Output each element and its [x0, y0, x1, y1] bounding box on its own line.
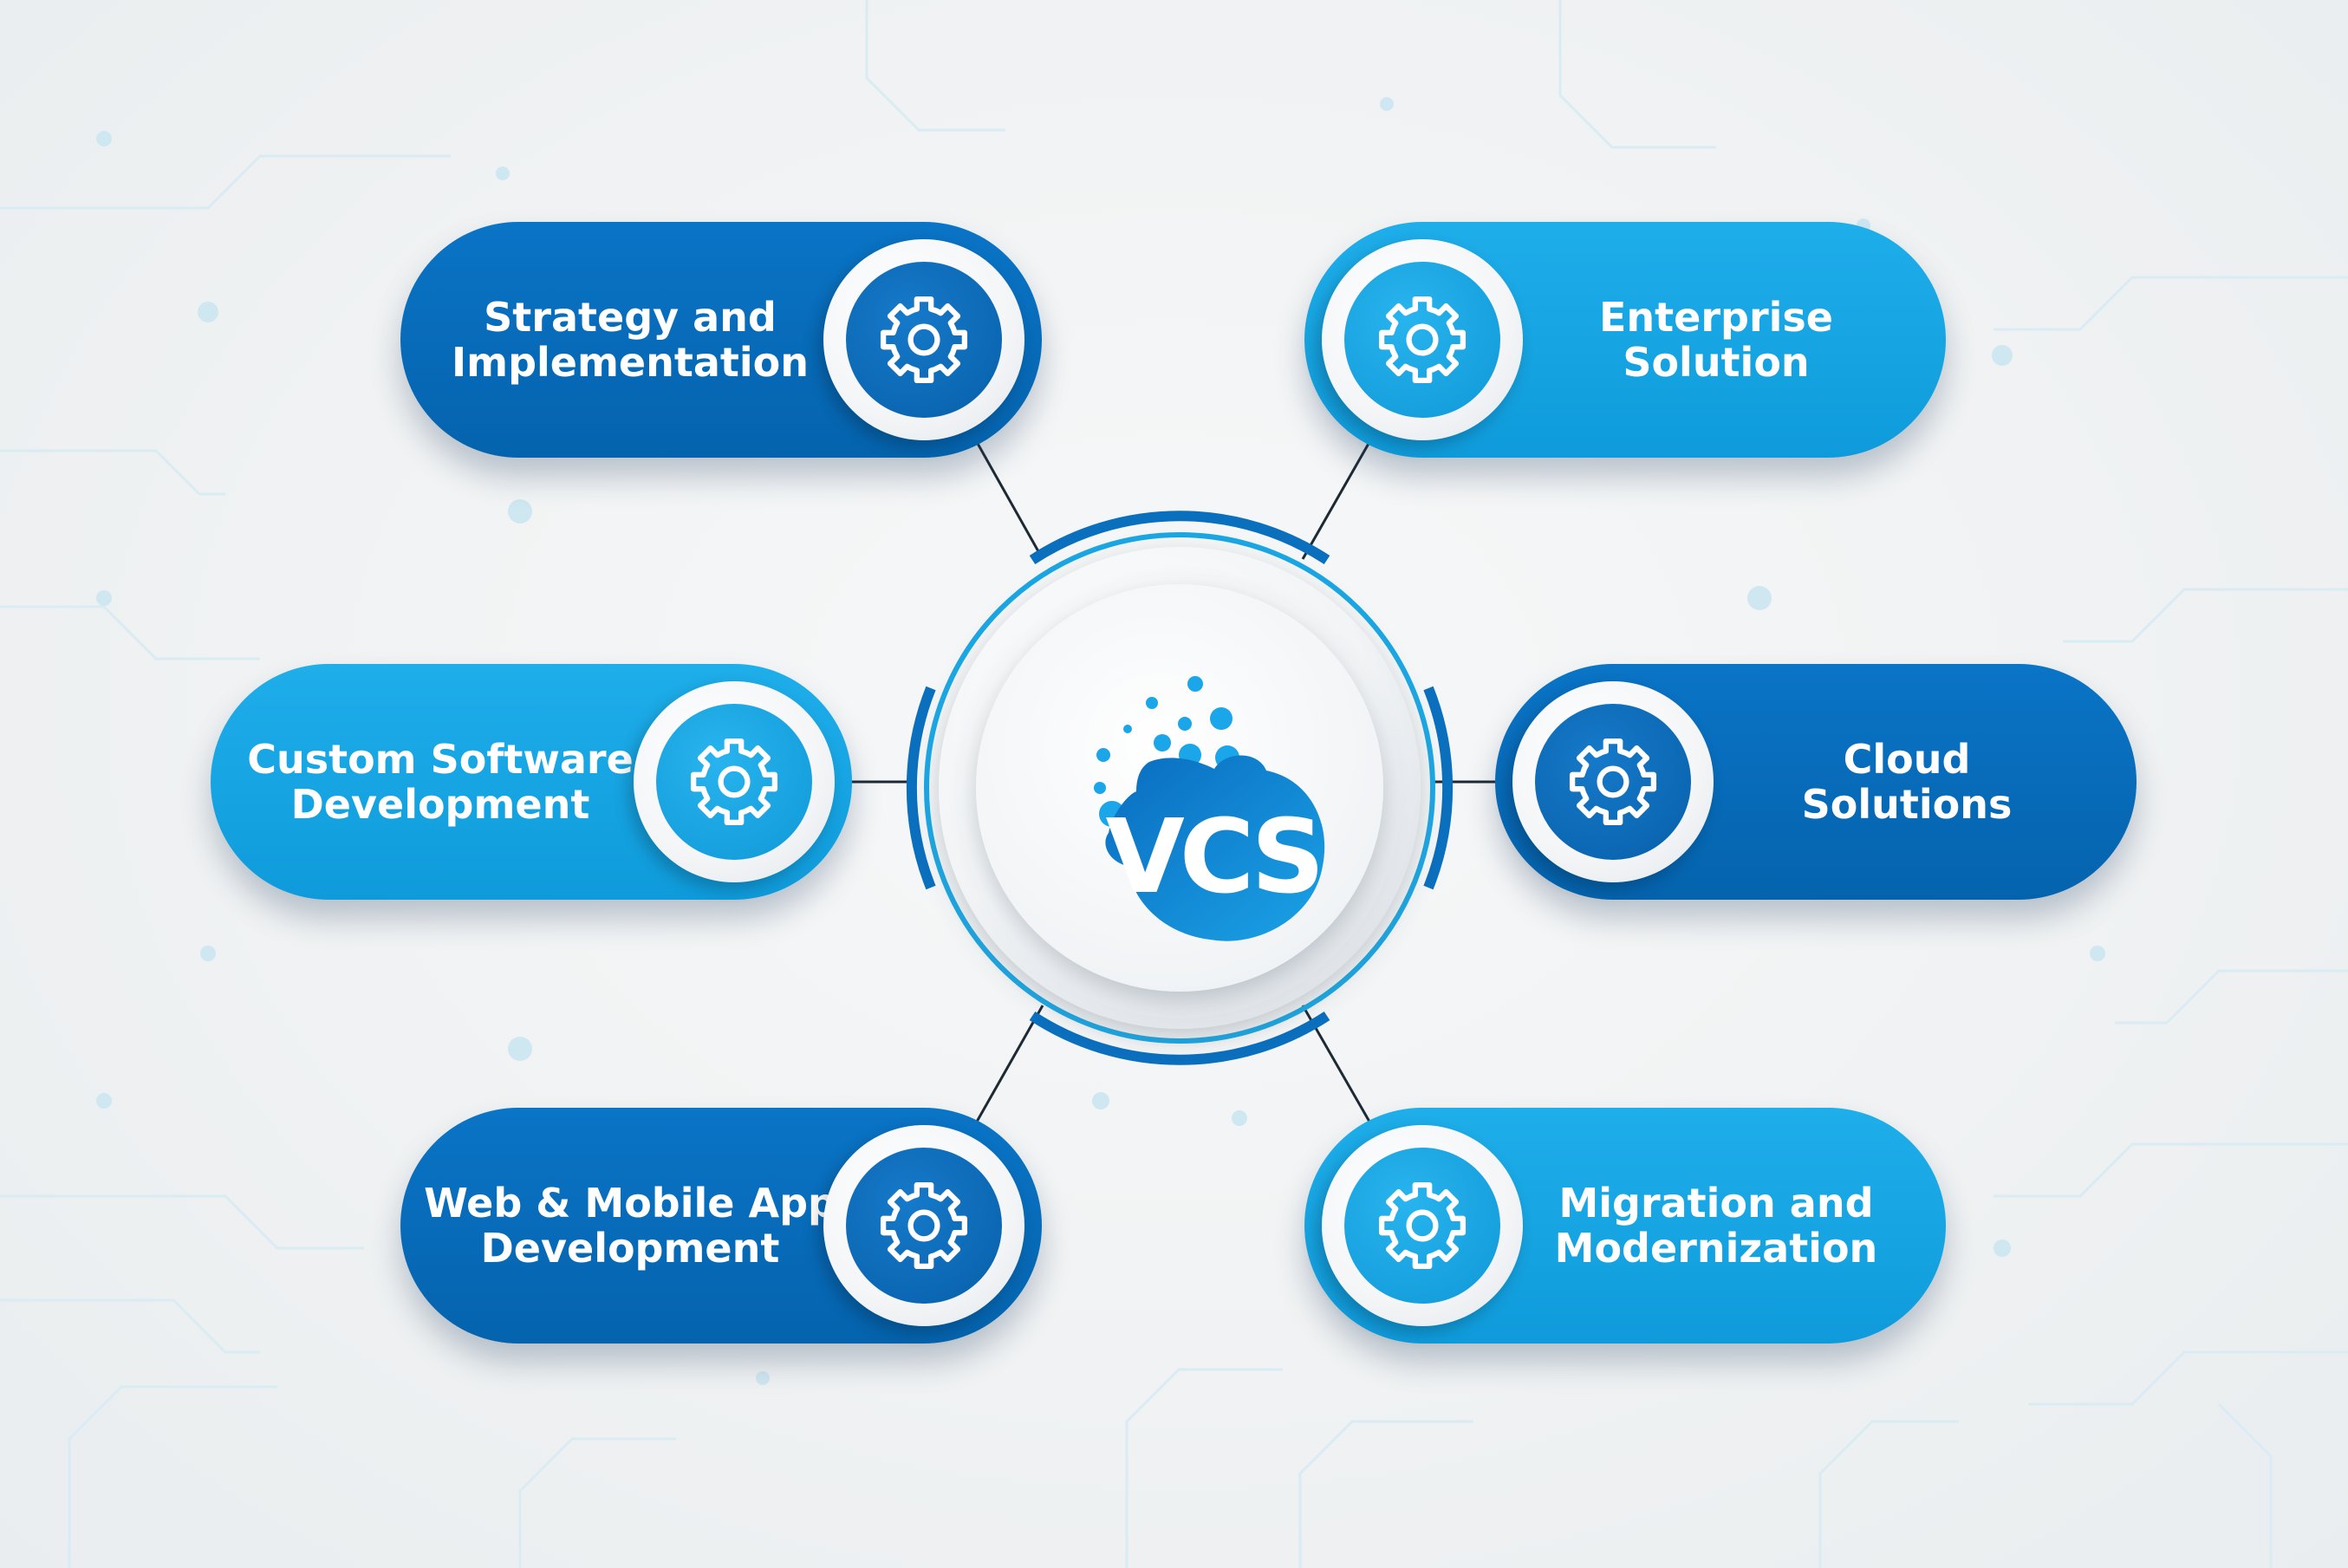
- logo-bubble: [1123, 725, 1132, 733]
- hub-arc-right: [1423, 686, 1454, 890]
- connector-strategy: [975, 441, 1044, 560]
- card-label-line: Solutions: [1801, 781, 2013, 828]
- card-label-line: Strategy and: [484, 294, 777, 341]
- card-label-line: Development: [480, 1225, 780, 1272]
- logo-bubble: [1178, 717, 1192, 731]
- card-label: Strategy and Implementation: [435, 222, 825, 458]
- hub-arc-bottom: [1029, 1011, 1330, 1065]
- icon-ring: [1322, 239, 1523, 440]
- gear-icon: [1535, 704, 1691, 860]
- card-label-line: Modernization: [1554, 1225, 1878, 1272]
- card-label-line: Cloud: [1843, 736, 1971, 783]
- logo-bubble: [1210, 707, 1233, 730]
- card-enterprise-solution[interactable]: Enterprise Solution: [1304, 222, 1946, 458]
- logo-bubble: [1187, 676, 1203, 692]
- logo-bubble: [1096, 748, 1110, 762]
- logo-blob: [1105, 755, 1325, 941]
- gear-icon: [1344, 262, 1500, 418]
- central-hub: VCS: [881, 489, 1479, 1087]
- card-label-line: Solution: [1623, 339, 1810, 386]
- icon-ring: [634, 681, 835, 882]
- card-label: Web & Mobile App Development: [424, 1108, 836, 1344]
- card-migration-modernization[interactable]: Migration and Modernization: [1304, 1108, 1946, 1344]
- card-label-line: Migration and: [1558, 1180, 1874, 1226]
- card-label-line: Enterprise: [1598, 294, 1833, 341]
- gear-icon: [846, 262, 1002, 418]
- card-custom-software-development[interactable]: Custom Software Development: [211, 664, 852, 900]
- icon-ring: [823, 239, 1024, 440]
- card-label-line: Development: [290, 781, 590, 828]
- card-label-line: Custom Software: [247, 736, 634, 783]
- logo-bubble: [1094, 782, 1106, 794]
- logo-text: VCS: [1105, 797, 1319, 916]
- card-cloud-solutions[interactable]: Cloud Solutions: [1495, 664, 2137, 900]
- card-label-line: Web & Mobile App: [424, 1180, 836, 1226]
- card-label: Migration and Modernization: [1521, 1108, 1911, 1344]
- icon-ring: [1322, 1125, 1523, 1326]
- card-label: Custom Software Development: [245, 664, 635, 900]
- logo-bubble: [1146, 697, 1158, 709]
- icon-ring: [1512, 681, 1714, 882]
- gear-icon: [656, 704, 812, 860]
- hub-arc-left: [906, 686, 936, 890]
- gear-icon: [846, 1148, 1002, 1304]
- card-web-mobile-app-development[interactable]: Web & Mobile App Development: [400, 1108, 1042, 1344]
- card-label-line: Implementation: [452, 339, 809, 386]
- hub-arc-top: [1029, 511, 1330, 565]
- logo-bubble: [1154, 734, 1171, 751]
- icon-ring: [823, 1125, 1024, 1326]
- connector-enterprise: [1301, 441, 1371, 560]
- vcs-logo: VCS: [1094, 676, 1325, 941]
- connector-web-mobile: [975, 1005, 1044, 1122]
- gear-icon: [1344, 1148, 1500, 1304]
- card-strategy-implementation[interactable]: Strategy and Implementation: [400, 222, 1042, 458]
- card-label: Cloud Solutions: [1712, 664, 2102, 900]
- card-label: Enterprise Solution: [1521, 222, 1911, 458]
